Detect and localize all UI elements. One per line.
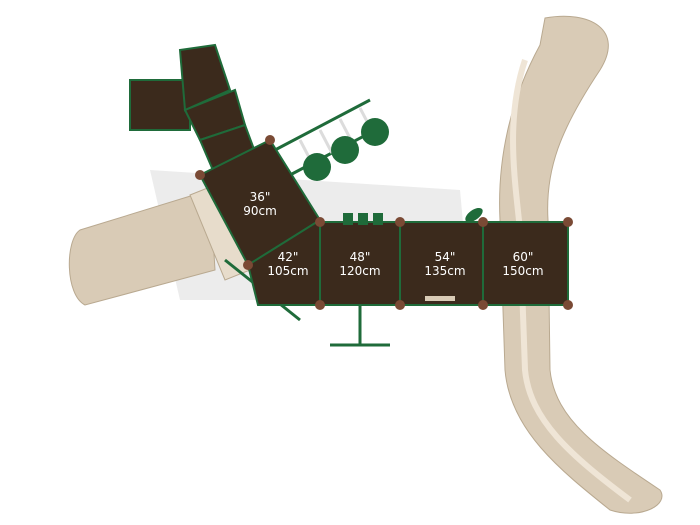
seat [373,213,383,225]
height-metric: 150cm [502,264,544,278]
height-imperial: 60" [512,250,534,264]
deck-48 [319,221,401,306]
climber-drum [361,118,389,146]
deck-label-36: 36"90cm [225,190,295,218]
deck-label-48: 48"120cm [325,250,395,278]
climber-drum [303,153,331,181]
tube-slide-right [499,15,663,514]
deck-label-60: 60"150cm [488,250,558,278]
seat [358,213,368,225]
deck-label-42: 42"105cm [253,250,323,278]
height-imperial: 42" [277,250,299,264]
height-imperial: 54" [434,250,456,264]
height-imperial: 36" [249,190,271,204]
deck-handle [425,296,455,301]
height-metric: 120cm [339,264,381,278]
climber-drum [331,136,359,164]
seat [343,213,353,225]
height-metric: 135cm [424,264,466,278]
deck-60 [482,221,569,306]
height-metric: 105cm [267,264,309,278]
slide-left [68,189,216,306]
deck-label-54: 54"135cm [410,250,480,278]
steering-wheel [465,207,483,223]
height-imperial: 48" [349,250,371,264]
height-metric: 90cm [243,204,277,218]
post-caps [195,135,573,310]
